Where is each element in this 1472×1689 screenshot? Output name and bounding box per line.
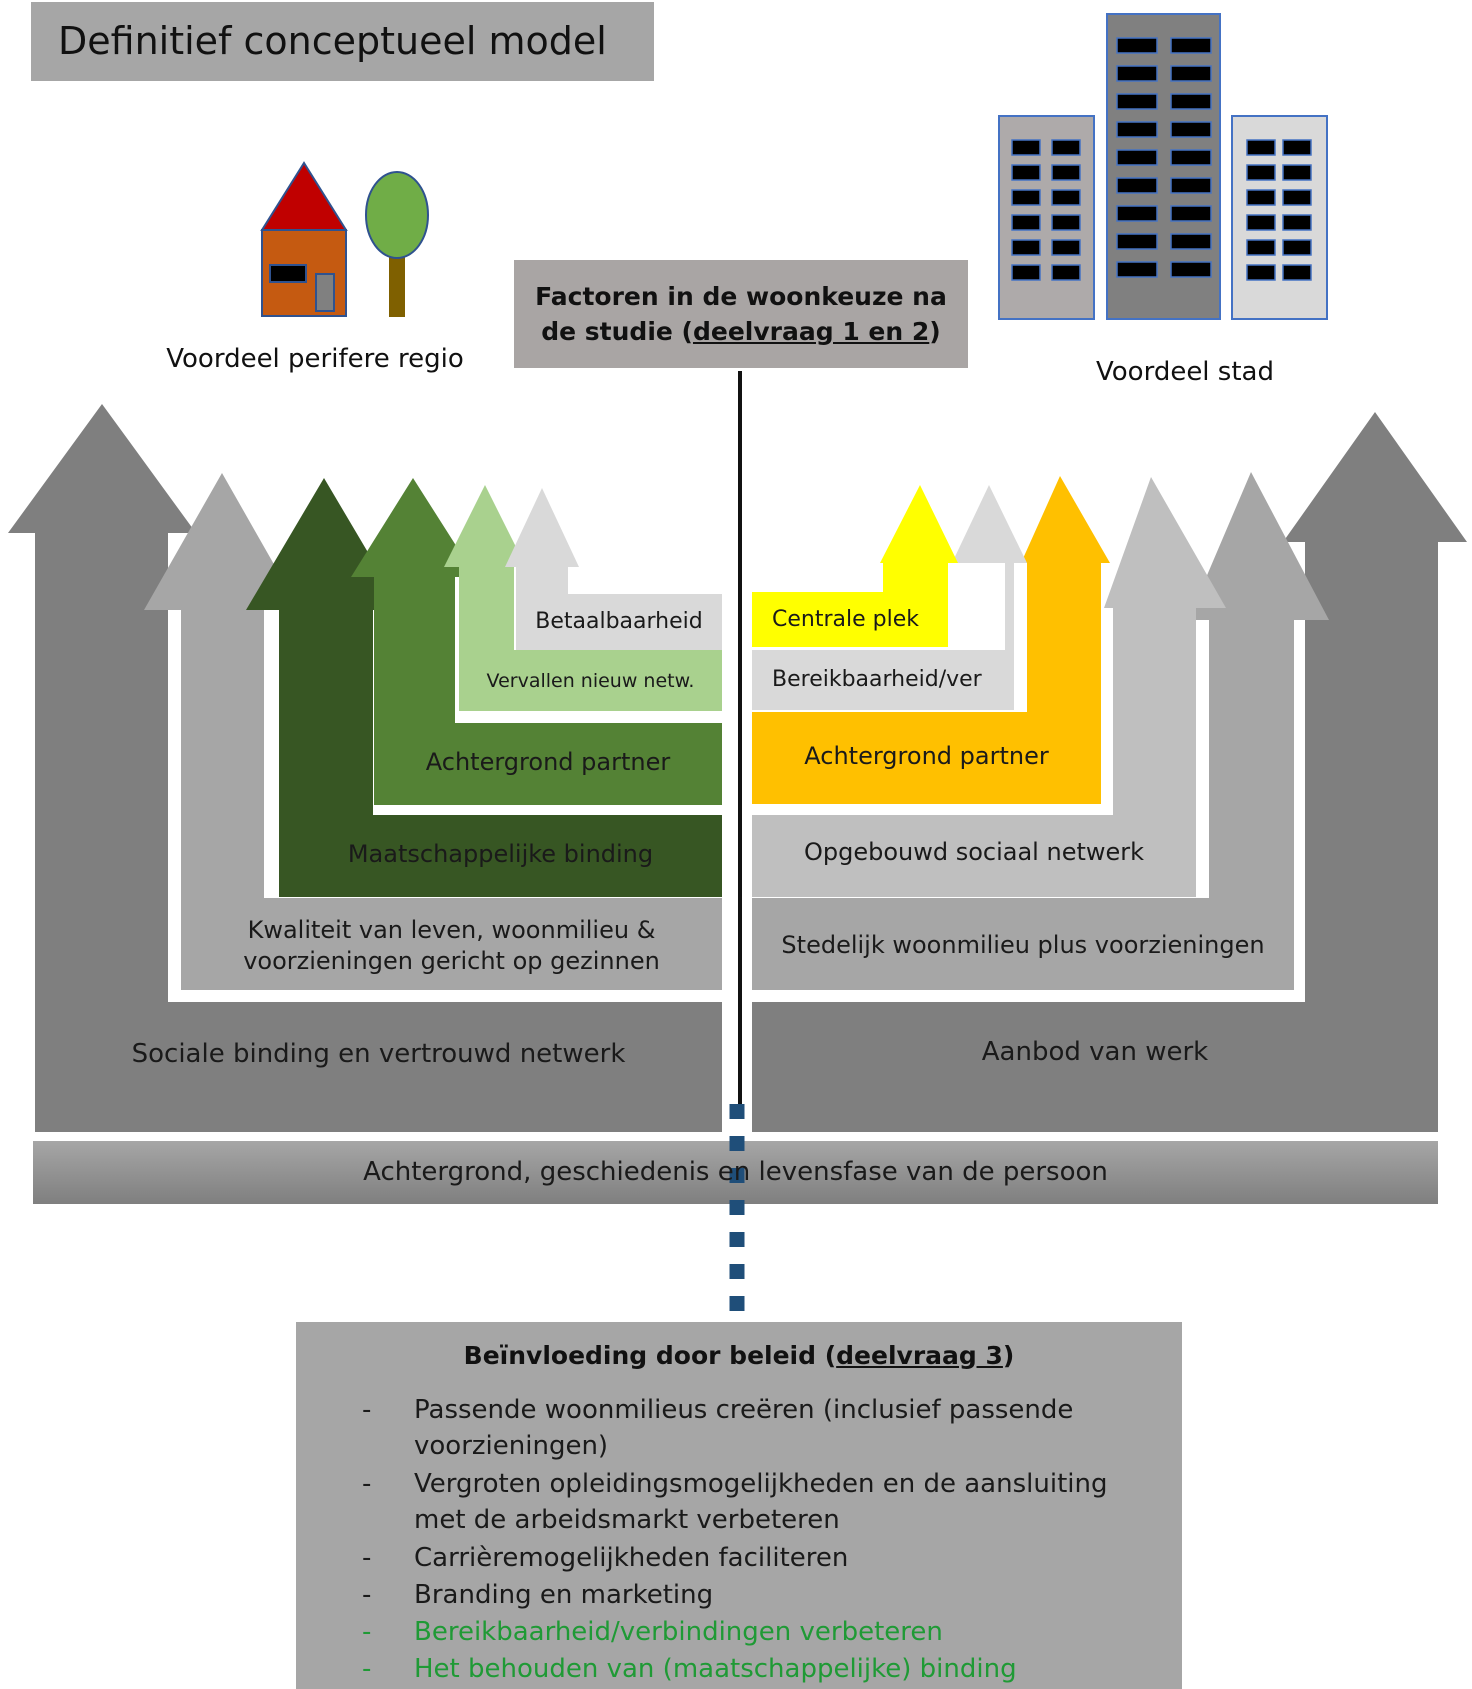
window xyxy=(1282,239,1312,256)
left-arrow-5-label: Vervallen nieuw netw. xyxy=(486,669,695,692)
left-arrow-5 xyxy=(444,485,722,711)
window xyxy=(1246,139,1276,156)
window xyxy=(1051,214,1081,231)
window xyxy=(1282,264,1312,281)
right-arrow-4 xyxy=(752,476,1110,804)
policy-item: -Bereikbaarheid/verbindingen verbeteren xyxy=(362,1617,943,1647)
window xyxy=(1170,65,1212,82)
window xyxy=(1170,149,1212,166)
left-arrow-1-label: Sociale binding en vertrouwd netwerk xyxy=(131,1039,626,1070)
window xyxy=(1116,121,1158,138)
left-arrow-1-white-outline xyxy=(168,533,181,1000)
window xyxy=(1170,205,1212,222)
left-arrow-3 xyxy=(246,478,722,897)
window xyxy=(1011,164,1041,181)
right-arrow-2-label: Stedelijk woonmilieu plus voorzieningen xyxy=(781,931,1265,960)
right-arrow-3 xyxy=(752,477,1226,897)
window xyxy=(1170,261,1212,278)
factor-box-text: Factoren in de woonkeuze na de studie (d… xyxy=(514,260,968,368)
base-bar-label: Achtergrond, geschiedenis en levensfase … xyxy=(363,1156,1108,1187)
window xyxy=(1170,93,1212,110)
policy-item: -Passende woonmilieus creëren (inclusief… xyxy=(362,1395,1074,1461)
window xyxy=(1116,177,1158,194)
factor-box xyxy=(514,260,968,368)
window xyxy=(1246,214,1276,231)
window xyxy=(1170,37,1212,54)
window xyxy=(1246,264,1276,281)
right-arrow-4-label: Achtergrond partner xyxy=(804,742,1049,771)
policy-item: -Het behouden van (maatschappelijke) bin… xyxy=(362,1654,1017,1684)
window xyxy=(1170,233,1212,250)
factor-text-line1: Factoren in de woonkeuze na xyxy=(535,282,947,311)
right-arrow-5-label: Bereikbaarheid/ver xyxy=(772,666,982,692)
policy-deelvraag-link: deelvraag 3 xyxy=(836,1340,1003,1370)
factor-deelvraag-link: deelvraag 1 en 2 xyxy=(692,317,930,346)
window xyxy=(1116,233,1158,250)
left-arrow-4 xyxy=(351,478,722,805)
window xyxy=(1116,205,1158,222)
policy-item: -Vergroten opleidingsmogelijkheden en de… xyxy=(362,1469,1108,1535)
right-arrow-2 xyxy=(752,472,1329,990)
left-arrow-4-label: Achtergrond partner xyxy=(425,748,671,777)
policy-item: -Carrièremogelijkheden faciliteren xyxy=(362,1543,849,1573)
window xyxy=(1051,139,1081,156)
window xyxy=(1051,164,1081,181)
left-caption: Voordeel perifere regio xyxy=(166,344,464,375)
window xyxy=(1282,164,1312,181)
window xyxy=(1282,189,1312,206)
right-arrow-6 xyxy=(752,485,958,647)
window xyxy=(1116,149,1158,166)
window xyxy=(1170,121,1212,138)
window xyxy=(1116,93,1158,110)
policy-item: -Branding en marketing xyxy=(362,1580,714,1610)
right-arrow-6-label: Centrale plek xyxy=(772,606,919,632)
city-buildings-icon xyxy=(998,13,1328,320)
policy-title: Beïnvloeding door beleid (deelvraag 3) xyxy=(463,1340,1015,1370)
window xyxy=(1051,239,1081,256)
window xyxy=(1246,189,1276,206)
window xyxy=(1116,261,1158,278)
right-caption: Voordeel stad xyxy=(1096,357,1274,388)
left-arrow-1 xyxy=(8,404,722,1132)
window xyxy=(1051,264,1081,281)
page-title: Definitief conceptueel model xyxy=(58,18,607,63)
left-arrow-2-label: Kwaliteit van leven, woonmilieu &voorzie… xyxy=(243,915,660,975)
window xyxy=(1116,65,1158,82)
factor-text-line2: de studie (deelvraag 1 en 2) xyxy=(541,317,941,346)
left-arrow-3-label: Maatschappelijke binding xyxy=(347,840,654,869)
window xyxy=(1011,264,1041,281)
right-arrow-1 xyxy=(752,412,1467,1132)
window xyxy=(1011,189,1041,206)
house-and-tree-icon xyxy=(260,161,429,317)
window xyxy=(1282,214,1312,231)
window xyxy=(1011,139,1041,156)
left-arrow-6 xyxy=(505,488,722,650)
window xyxy=(1246,239,1276,256)
window xyxy=(1170,177,1212,194)
window xyxy=(1011,214,1041,231)
policy-box xyxy=(296,1322,1182,1689)
left-arrow-6-label: Betaalbaarheid xyxy=(535,608,703,634)
right-arrow-1-label: Aanbod van werk xyxy=(981,1037,1209,1068)
window xyxy=(1282,139,1312,156)
right-arrow-5 xyxy=(752,485,1027,710)
right-arrow-3-label: Opgebouwd sociaal netwerk xyxy=(803,838,1145,867)
window xyxy=(1116,37,1158,54)
window xyxy=(1051,189,1081,206)
title-box xyxy=(31,2,654,81)
window xyxy=(1011,239,1041,256)
window xyxy=(1246,164,1276,181)
